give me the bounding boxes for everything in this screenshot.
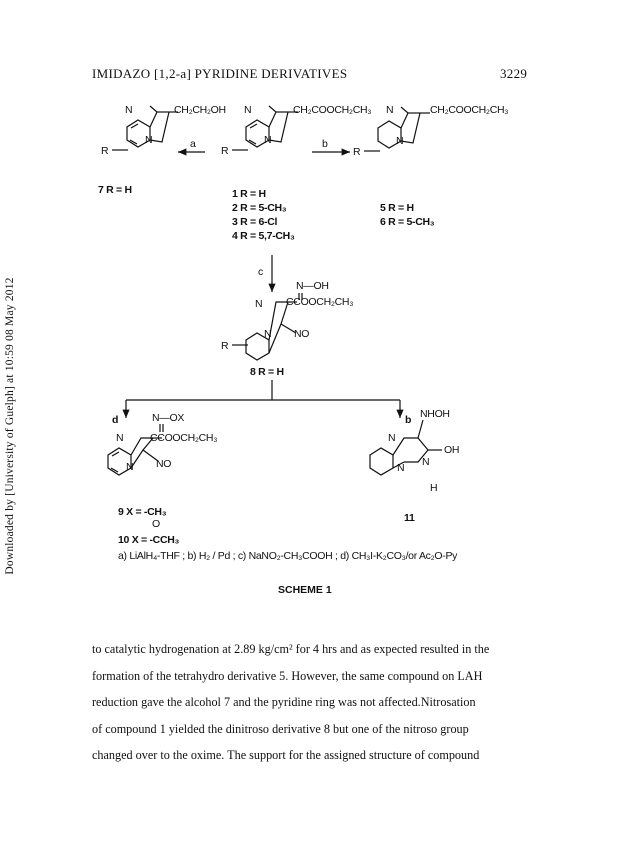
atom-r-5: R: [353, 146, 361, 158]
running-header-title: IMIDAZO [1,2-a] PYRIDINE DERIVATIVES: [92, 66, 348, 81]
atom-n-9b: N: [126, 461, 134, 473]
group-5: CH₂COOCH₂CH₃: [430, 104, 509, 116]
atom-n-5b: N: [396, 135, 404, 147]
atom-r-8: R: [221, 340, 229, 352]
label-10-oxygen: O: [152, 518, 160, 530]
reagent-caption: a) LiAlH₄-THF ; b) H₂ / Pd ; c) NaNO₂-CH…: [118, 550, 458, 562]
body-line: of compound 1 yielded the dinitroso deri…: [92, 721, 469, 736]
atom-r-1: R: [221, 145, 229, 157]
atom-n-11a: N: [388, 432, 396, 444]
atom-n-11c: N: [422, 456, 430, 468]
compound-4: 4 R = 5,7-CH₃: [232, 230, 295, 242]
atom-n-8b: N: [264, 328, 272, 340]
atom-n-7b: N: [145, 134, 153, 146]
compound-5: 5 R = H: [380, 202, 414, 214]
body-line: reduction gave the alcohol 7 and the pyr…: [92, 695, 476, 709]
oxime-9: N—OX: [152, 412, 185, 424]
ester-8: CCOOCH₂CH₃: [286, 296, 354, 308]
structure-11: [369, 419, 442, 476]
body-line: formation of the tetrahydro derivative 5…: [92, 668, 483, 683]
atom-n-8: N: [255, 298, 263, 310]
compound-3: 3 R = 6-Cl: [232, 216, 278, 228]
body-paragraph: to catalytic hydrogenation at 2.89 kg/cm…: [92, 636, 532, 769]
group-1: CH₂COOCH₂CH₃: [293, 104, 372, 116]
structure-1: [232, 105, 298, 151]
nitroso-9: NO: [156, 458, 172, 470]
structure-5: [364, 106, 430, 152]
nhoh-11: NHOH: [420, 408, 450, 420]
compound-2: 2 R = 5-CH₃: [232, 202, 287, 214]
group-7: CH₂CH₂OH: [174, 104, 226, 116]
arrow-a-label: a: [190, 138, 196, 150]
nitroso-8: NO: [294, 328, 310, 340]
arrow-c-label: c: [258, 266, 263, 278]
oxime-8: N—OH: [296, 280, 329, 292]
body-line: to catalytic hydrogenation at 2.89 kg/cm…: [92, 642, 490, 656]
compound-1: 1 R = H: [232, 188, 266, 200]
h-11: H: [430, 482, 438, 494]
structure-9-10: [107, 424, 164, 476]
atom-n-11b: N: [397, 462, 405, 474]
reaction-scheme: N N R CH₂CH₂OH a N N R CH₂COOCH₂CH₃ b N …: [98, 104, 509, 546]
arrow-b-label: b: [322, 138, 328, 150]
atom-n-1b: N: [264, 134, 272, 146]
label-7: 7 R = H: [98, 184, 132, 196]
arrow-b2-label: b: [405, 414, 412, 426]
structure-8: [232, 293, 303, 361]
arrow-d-label: d: [112, 414, 119, 426]
label-11: 11: [404, 512, 415, 524]
body-line: changed over to the oxime. The support f…: [92, 748, 480, 762]
structure-7: [112, 105, 178, 151]
scheme-title: SCHEME 1: [278, 584, 332, 596]
label-8: 8 R = H: [250, 366, 284, 378]
scheme-drawing: [107, 105, 442, 476]
atom-n-9: N: [116, 432, 124, 444]
compound-6: 6 R = 5-CH₃: [380, 216, 435, 228]
label-9: 9 X = -CH₃: [118, 506, 167, 518]
ester-9: CCOOCH₂CH₃: [150, 432, 218, 444]
atom-n-7: N: [125, 104, 133, 116]
atom-r-7: R: [101, 145, 109, 157]
atom-n-1: N: [244, 104, 252, 116]
oh-11: OH: [444, 444, 460, 456]
atom-n-5: N: [386, 104, 394, 116]
label-10: 10 X = -CCH₃: [118, 534, 180, 546]
page-number: 3229: [500, 66, 528, 81]
